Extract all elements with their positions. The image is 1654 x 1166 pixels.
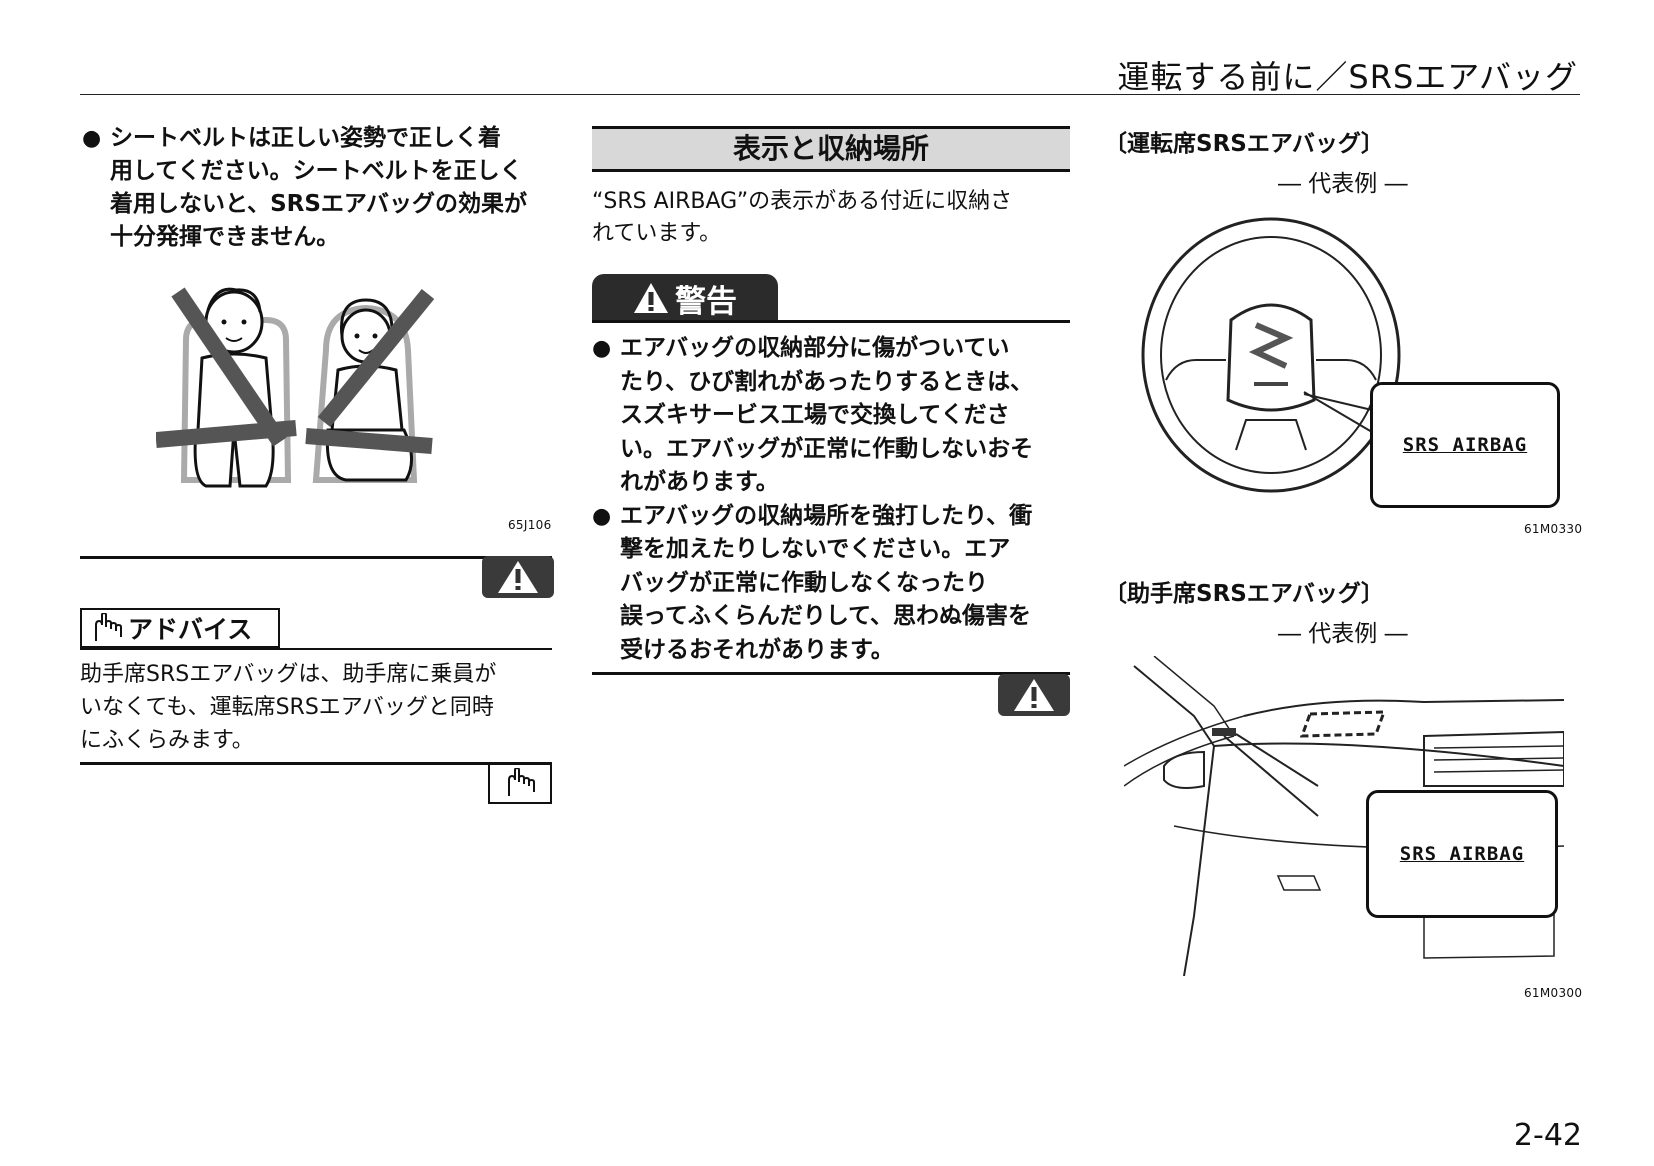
section-heading: 表示と収納場所 [592, 126, 1070, 172]
warning-line: エアバッグの収納部分に傷がついてい [620, 335, 1010, 361]
advice-rule [80, 648, 552, 650]
warning-line: い。エアバッグが正常に作動しないおそ [620, 435, 1034, 462]
header-rule [80, 94, 1580, 95]
warning-triangle-icon [498, 561, 538, 593]
intro-line: “SRS AIRBAG”の表示がある付近に収納さ [592, 189, 1013, 214]
passenger-callout-box: SRS AIRBAG [1366, 790, 1558, 918]
advice-text: 助手席SRSエアバッグは、助手席に乗員が いなくても、運転席SRSエアバッグと同… [80, 658, 560, 757]
warning-bullet: ● エアバッグの収納場所を強打したり、衝 撃を加えたりしないでください。エア バ… [592, 500, 1072, 668]
passenger-airbag-label: 〔助手席SRSエアバッグ〕 [1104, 581, 1384, 607]
warning-line: エアバッグの収納場所を強打したり、衝 [620, 502, 1033, 529]
warning-label: 警告 [675, 283, 737, 320]
bullet-line: 着用しないと、SRSエアバッグの効果が [110, 191, 528, 217]
advice-line: 助手席SRSエアバッグは、助手席に乗員が [80, 662, 497, 687]
warning-line: スズキサービス工場で交換してくださ [620, 402, 1010, 428]
advice-line: にふくらみます。 [80, 728, 254, 753]
warning-line: れがあります。 [620, 469, 779, 495]
warning-line: バッグが正常に作動しなくなったり [620, 569, 988, 596]
driver-callout-text: SRS AIRBAG [1402, 434, 1528, 456]
caution-rule [80, 556, 552, 559]
advice-end-box [488, 762, 552, 804]
page-number: 2-42 [1513, 1118, 1582, 1153]
warning-line: 受けるおそれがあります。 [620, 636, 894, 663]
warning-line: 誤ってふくらんだりして、思わぬ傷害を [620, 603, 1032, 629]
intro-text: “SRS AIRBAG”の表示がある付近に収納さ れています。 [592, 186, 1072, 250]
bullet-line: 十分発揮できません。 [110, 224, 340, 250]
bullet-line: 用してください。シートベルトを正しく [110, 158, 523, 184]
passenger-callout-text: SRS AIRBAG [1399, 843, 1525, 865]
caution-chip [482, 556, 554, 598]
pointing-hand-icon [95, 613, 122, 641]
warning-triangle-icon [634, 283, 668, 313]
page-header-title: 運転する前に／SRSエアバッグ [1117, 58, 1578, 96]
passenger-figure-code: 61M0300 [1524, 986, 1583, 1000]
driver-airbag-label: 〔運転席SRSエアバッグ〕 [1104, 131, 1384, 157]
figure-code: 65J106 [508, 518, 552, 532]
driver-callout-leader [1303, 391, 1373, 433]
warning-bullet: ● エアバッグの収納部分に傷がついてい たり、ひび割れがあったりするときは、 ス… [592, 332, 1072, 500]
advice-line: いなくても、運転席SRSエアバッグと同時 [80, 695, 494, 720]
bullet-dot: ● [592, 503, 612, 529]
advice-end-rule [80, 762, 552, 765]
advice-label: アドバイス [128, 615, 253, 644]
bullet-dot: ● [82, 126, 102, 151]
driver-figure-code: 61M0330 [1524, 522, 1583, 536]
warning-end-rule [592, 672, 1070, 675]
seatbelt-illustration [156, 287, 435, 488]
steering-wheel-illustration [1141, 217, 1401, 493]
intro-line: れています。 [592, 221, 722, 246]
pointing-hand-icon [508, 768, 535, 796]
warning-rule [592, 320, 1070, 323]
warning-line: 撃を加えたりしないでください。エア [620, 536, 1011, 562]
driver-callout-box: SRS AIRBAG [1370, 382, 1560, 508]
advice-label-box: アドバイス [80, 608, 280, 648]
bullet-dot: ● [592, 336, 612, 361]
driver-representative-note: ― 代表例 ― [1278, 171, 1408, 197]
warning-triangle-icon [1014, 679, 1054, 711]
seatbelt-bullet: ● シートベルトは正しい姿勢で正しく着 用してください。シートベルトを正しく 着… [82, 122, 552, 254]
dashboard-illustration [1124, 656, 1564, 976]
passenger-representative-note: ― 代表例 ― [1278, 621, 1408, 647]
warning-bullets: ● エアバッグの収納部分に傷がついてい たり、ひび割れがあったりするときは、 ス… [592, 332, 1072, 667]
warning-end-chip [998, 674, 1070, 716]
bullet-line: シートベルトは正しい姿勢で正しく着 [110, 125, 501, 151]
warning-label-box: 警告 [592, 274, 778, 322]
warning-line: たり、ひび割れがあったりするときは、 [620, 368, 1034, 395]
